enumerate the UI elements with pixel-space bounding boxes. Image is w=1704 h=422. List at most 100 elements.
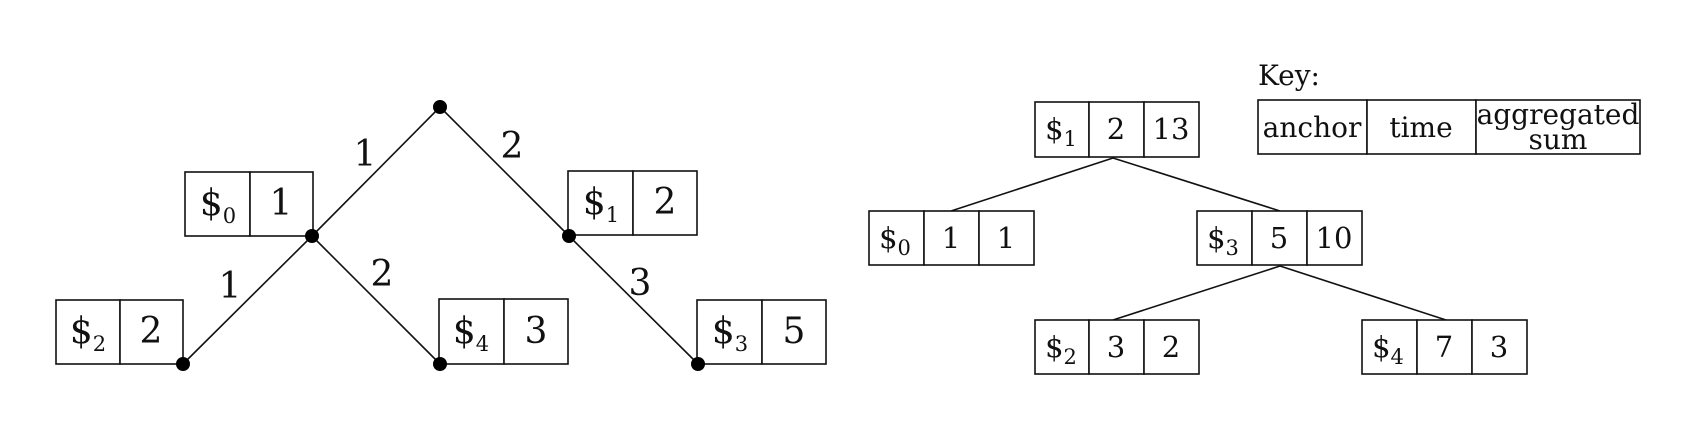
key-time-cell — [1366, 99, 1477, 155]
card-time: 1 — [270, 183, 293, 224]
anchor-symbol: $ — [1045, 330, 1063, 364]
node-sum-cell — [1143, 101, 1200, 158]
key-title: Key: — [1258, 59, 1320, 92]
left-edge-label: 1 — [354, 134, 377, 175]
node-anchor-cell — [868, 210, 925, 266]
anchor-index: 1 — [606, 203, 619, 227]
anchor-symbol: $ — [1372, 330, 1390, 364]
card-anchor: $3 — [712, 311, 748, 356]
left-vertex-dot — [433, 357, 447, 371]
node-anchor: $3 — [1207, 221, 1239, 260]
node-sum: 10 — [1316, 221, 1353, 255]
card-time: 5 — [783, 311, 806, 352]
right-edge — [1112, 157, 1281, 212]
card-anchor-cell — [567, 170, 634, 236]
key-aggregated-label-line2: sum — [1529, 123, 1588, 156]
left-card: $4 3 — [438, 298, 569, 365]
node-time-cell — [1416, 319, 1473, 375]
key-anchor-cell — [1257, 99, 1368, 155]
card-time: 2 — [140, 311, 163, 352]
card-anchor: $0 — [200, 183, 236, 228]
right-edge — [1279, 265, 1447, 321]
node-sum: 1 — [997, 221, 1015, 255]
card-anchor-cell — [438, 298, 505, 365]
card-anchor: $2 — [70, 311, 106, 356]
left-edge-label: 2 — [371, 254, 394, 295]
left-vertex-dot — [176, 357, 190, 371]
card-time: 3 — [525, 311, 548, 352]
node-time: 3 — [1107, 330, 1125, 364]
card-anchor: $4 — [453, 311, 489, 356]
node-sum: 2 — [1162, 330, 1180, 364]
key-legend: Key: anchor time aggregated sum — [1257, 59, 1641, 156]
anchor-index: 2 — [1064, 345, 1077, 369]
left-edge-a-to-c — [182, 235, 313, 365]
left-vertex-dot — [691, 357, 705, 371]
node-anchor: $4 — [1372, 330, 1404, 369]
right-node: $2 3 2 — [1034, 319, 1200, 375]
right-node: $4 7 3 — [1361, 319, 1528, 375]
left-edge-b-to-e — [568, 235, 699, 365]
node-sum-cell — [978, 210, 1035, 266]
anchor-index: 4 — [1391, 345, 1404, 369]
anchor-symbol: $ — [453, 311, 476, 352]
anchor-symbol: $ — [712, 311, 735, 352]
node-sum-cell — [1306, 210, 1363, 266]
node-anchor-cell — [1196, 210, 1253, 266]
left-card: $2 2 — [55, 299, 184, 365]
node-anchor-cell — [1034, 101, 1090, 158]
card-anchor-cell — [55, 299, 121, 365]
right-tree: $1 2 13 $0 1 1 $3 5 10 $2 3 — [868, 101, 1528, 375]
right-node: $3 5 10 — [1196, 210, 1363, 266]
right-node: $1 2 13 — [1034, 101, 1200, 158]
card-time-cell — [249, 171, 314, 237]
anchor-symbol: $ — [879, 221, 897, 255]
card-anchor-cell — [696, 299, 763, 365]
key-time-label: time — [1389, 111, 1452, 144]
node-anchor-cell — [1034, 319, 1090, 375]
node-time: 2 — [1107, 112, 1125, 146]
key-aggregated-label-line1: aggregated — [1477, 98, 1640, 131]
left-edge-root-to-b — [439, 106, 570, 237]
anchor-index: 1 — [1064, 127, 1077, 151]
anchor-symbol: $ — [1207, 221, 1225, 255]
node-sum-cell — [1143, 319, 1200, 375]
card-time-cell — [503, 298, 569, 365]
left-vertex-dot — [433, 100, 447, 114]
node-sum-cell — [1471, 319, 1528, 375]
left-vertex-dot — [305, 229, 319, 243]
card-time: 2 — [654, 182, 677, 223]
card-time-cell — [119, 299, 184, 365]
node-time: 7 — [1435, 330, 1453, 364]
anchor-index: 3 — [1226, 236, 1239, 260]
anchor-symbol: $ — [200, 183, 223, 224]
anchor-index: 4 — [476, 332, 489, 356]
card-anchor-cell — [184, 171, 251, 237]
anchor-index: 2 — [93, 332, 106, 356]
left-card: $3 5 — [696, 299, 827, 365]
left-vertex-dot — [562, 229, 576, 243]
node-anchor: $0 — [879, 221, 911, 260]
left-card: $0 1 — [184, 171, 314, 237]
card-time-cell — [761, 299, 827, 365]
key-anchor-label: anchor — [1263, 111, 1362, 144]
node-anchor: $1 — [1045, 112, 1077, 151]
node-time-cell — [923, 210, 980, 266]
anchor-symbol: $ — [70, 311, 93, 352]
node-time: 5 — [1270, 221, 1288, 255]
anchor-index: 3 — [735, 332, 748, 356]
left-edge-label: 1 — [219, 266, 242, 307]
left-edge-root-to-a — [311, 106, 441, 237]
left-edge-label: 3 — [629, 263, 652, 304]
right-edge — [950, 157, 1114, 212]
left-edge-a-to-d — [311, 235, 441, 365]
card-time-cell — [632, 170, 698, 236]
node-anchor-cell — [1361, 319, 1418, 375]
node-sum: 3 — [1490, 330, 1508, 364]
card-anchor: $1 — [583, 182, 619, 227]
left-edge-label: 2 — [501, 126, 524, 167]
node-anchor: $2 — [1045, 330, 1077, 369]
node-time-cell — [1088, 101, 1145, 158]
anchor-symbol: $ — [1045, 112, 1063, 146]
